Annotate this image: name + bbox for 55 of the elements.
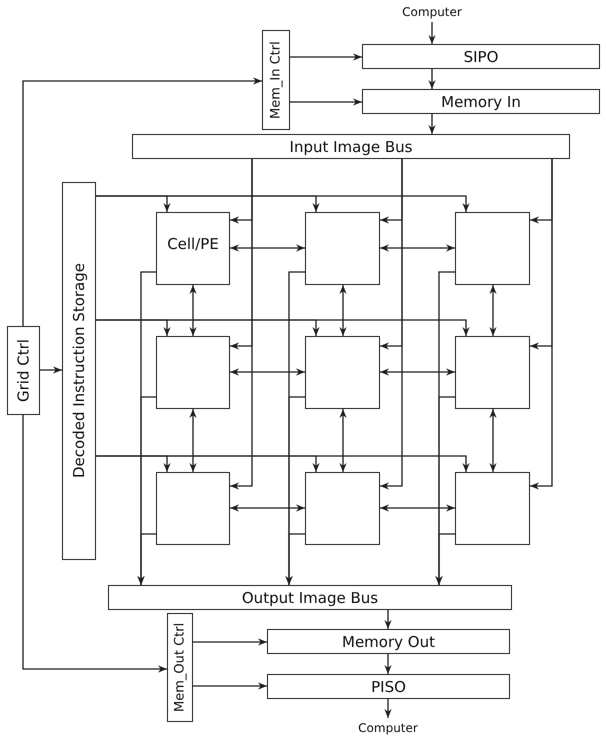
double-arrow xyxy=(339,409,347,472)
arrow xyxy=(230,159,253,490)
arrow xyxy=(137,533,156,585)
processing-cell xyxy=(455,336,530,409)
double-arrow xyxy=(339,285,347,336)
endpoint-label: Computer xyxy=(348,718,428,737)
double-arrow xyxy=(189,409,197,472)
processing-cell xyxy=(455,472,530,545)
arrow xyxy=(384,699,392,718)
control-block: Mem_Out Ctrl xyxy=(167,613,193,722)
processing-cell xyxy=(156,336,230,409)
control-block: Mem_In Ctrl xyxy=(262,30,290,130)
processing-cell xyxy=(305,472,380,545)
arrow xyxy=(96,319,470,336)
arrow xyxy=(22,77,262,326)
double-arrow xyxy=(380,504,455,512)
arrow xyxy=(428,22,436,44)
module-block: Memory Out xyxy=(267,629,510,654)
bus-bar: Output Image Bus xyxy=(108,585,512,610)
double-arrow xyxy=(230,504,305,512)
arrow xyxy=(428,69,436,89)
arrow xyxy=(435,533,455,585)
double-arrow xyxy=(380,368,455,376)
double-arrow xyxy=(230,368,305,376)
processing-cell xyxy=(455,212,530,285)
processing-cell xyxy=(156,472,230,545)
arrow xyxy=(22,415,167,673)
arrow xyxy=(428,114,436,134)
double-arrow xyxy=(489,285,497,336)
endpoint-label: Computer xyxy=(392,2,472,22)
double-arrow xyxy=(230,244,305,252)
arrow xyxy=(96,195,470,212)
arrow xyxy=(290,98,362,106)
double-arrow xyxy=(489,409,497,472)
arrow xyxy=(40,366,62,374)
module-block: PISO xyxy=(267,674,510,699)
processing-cell xyxy=(305,212,380,285)
double-arrow xyxy=(380,244,455,252)
arrow xyxy=(384,610,392,629)
bus-bar: Input Image Bus xyxy=(132,134,570,159)
module-block: Memory In xyxy=(362,89,600,114)
control-block: Grid Ctrl xyxy=(7,326,40,415)
processing-cell xyxy=(305,336,380,409)
module-block: SIPO xyxy=(362,44,600,69)
arrow xyxy=(193,638,267,646)
arrow xyxy=(380,159,403,490)
arrow xyxy=(530,159,553,490)
storage-block: Decoded Instruction Storage xyxy=(62,182,96,560)
arrow xyxy=(384,654,392,674)
arrow xyxy=(96,455,470,472)
double-arrow xyxy=(189,285,197,336)
arrow xyxy=(290,53,362,61)
arrow xyxy=(193,682,267,690)
processing-cell: Cell/PE xyxy=(156,212,230,285)
arrow xyxy=(285,533,305,585)
